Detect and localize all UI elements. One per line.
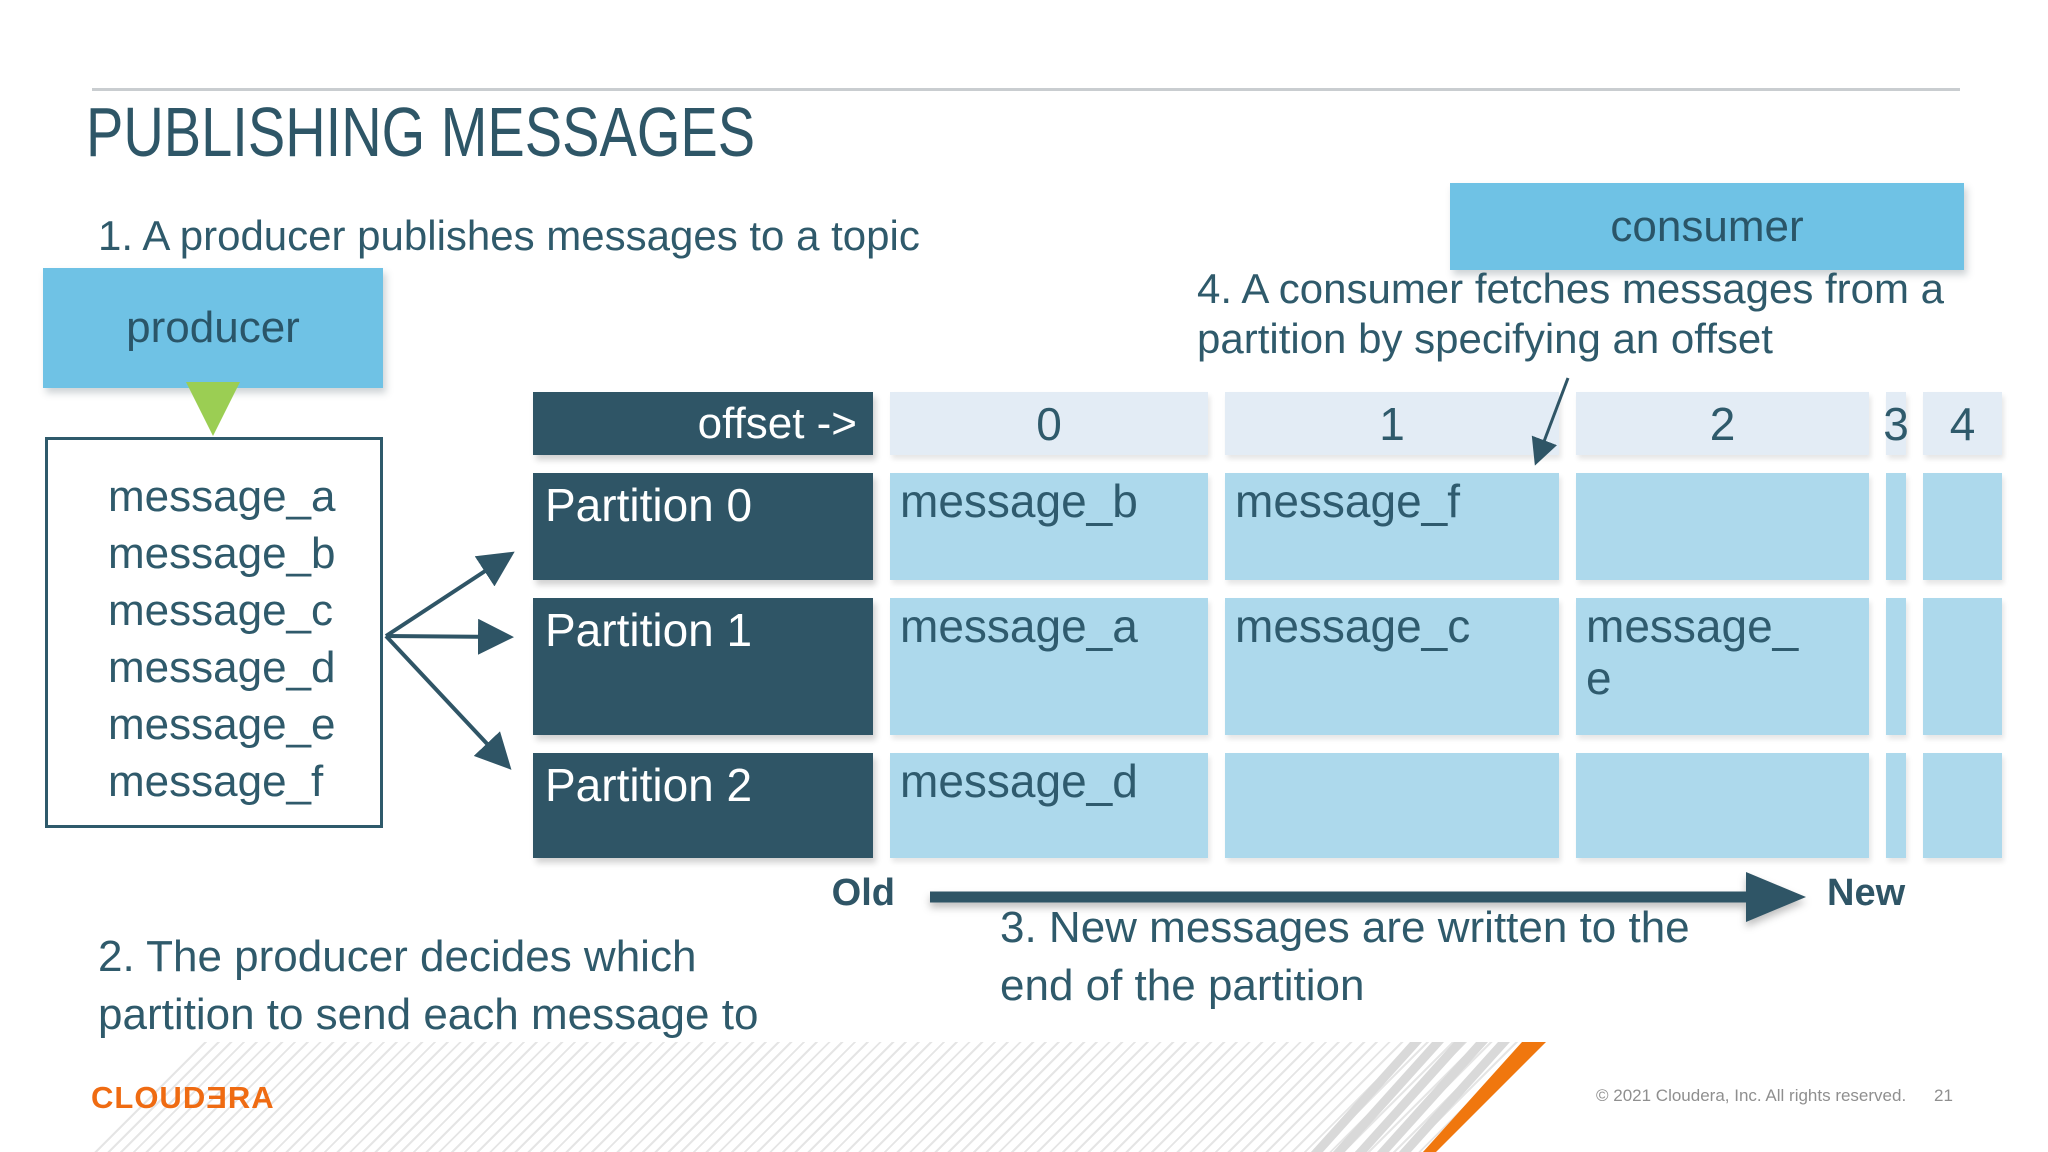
offset-column-header: 3 <box>1883 392 1909 455</box>
message-item: message_c <box>108 586 334 635</box>
step3-annotation: 3. New messages are written to the end o… <box>1000 899 1690 1015</box>
offset-cell <box>1886 598 1906 735</box>
step4-line: partition by specifying an offset <box>1197 315 1773 362</box>
partition-row-label: Partition 1 <box>533 598 873 735</box>
consumer-label: consumer <box>1610 201 1804 251</box>
offset-cell <box>1923 473 2002 580</box>
message-item: message_b <box>108 529 336 578</box>
footer-hatch-decoration <box>92 1042 1546 1152</box>
new-end-label: New <box>1827 872 1906 914</box>
consumer-box: consumer <box>1450 183 1964 270</box>
offset-cell: message_f <box>1225 473 1559 580</box>
message-item: message_e <box>108 700 336 749</box>
message-item: message_f <box>108 757 324 806</box>
step2-line: partition to send each message to <box>98 990 759 1039</box>
offset-cell <box>1923 598 2002 735</box>
offset-cell <box>1576 473 1869 580</box>
offset-header-cell: offset -> <box>533 392 873 455</box>
step3-line: 3. New messages are written to the <box>1000 903 1690 952</box>
offset-column-header: 2 <box>1576 392 1869 455</box>
offset-column-header: 0 <box>890 392 1208 455</box>
step2-line: 2. The producer decides which <box>98 932 697 981</box>
message-queue-box: message_a message_b message_c message_d … <box>45 437 383 828</box>
offset-cell: message_ e <box>1576 598 1869 735</box>
offset-cell <box>1576 753 1869 858</box>
offset-cell: message_b <box>890 473 1208 580</box>
step4-line: 4. A consumer fetches messages from a <box>1197 265 1945 312</box>
offset-cell: message_c <box>1225 598 1559 735</box>
page-title: PUBLISHING MESSAGES <box>86 93 756 171</box>
step1-line: 1. A producer publishes messages to a to… <box>98 212 920 259</box>
offset-cell <box>1886 473 1906 580</box>
step2-annotation: 2. The producer decides which partition … <box>98 928 758 1044</box>
producer-box: producer <box>43 268 383 388</box>
copyright-text: © 2021 Cloudera, Inc. All rights reserve… <box>1596 1086 1907 1105</box>
offset-cell <box>1923 753 2002 858</box>
offset-cell: message_a <box>890 598 1208 735</box>
message-item: message_a <box>108 472 336 521</box>
offset-column-header: 1 <box>1225 392 1559 455</box>
partition-row-label: Partition 2 <box>533 753 873 858</box>
fanout-arrows <box>384 551 515 770</box>
step3-line: end of the partition <box>1000 961 1365 1010</box>
producer-label: producer <box>126 303 300 352</box>
old-end-label: Old <box>831 872 895 914</box>
offset-column-header: 4 <box>1923 392 2002 455</box>
page-number: 21 <box>1934 1086 1953 1105</box>
step1-annotation: 1. A producer publishes messages to a to… <box>98 212 920 260</box>
cloudera-logo: CLOUDƎRA <box>91 1080 275 1115</box>
partition-row-label: Partition 0 <box>533 473 873 580</box>
partition-table: offset -> 0 1 2 3 4 Partition 0 message_… <box>533 392 2002 858</box>
step4-annotation: 4. A consumer fetches messages from a pa… <box>1197 264 1944 364</box>
title-divider-rule <box>92 88 1960 91</box>
message-item: message_d <box>108 643 336 692</box>
offset-cell <box>1225 753 1559 858</box>
offset-cell <box>1886 753 1906 858</box>
offset-cell: message_d <box>890 753 1208 858</box>
